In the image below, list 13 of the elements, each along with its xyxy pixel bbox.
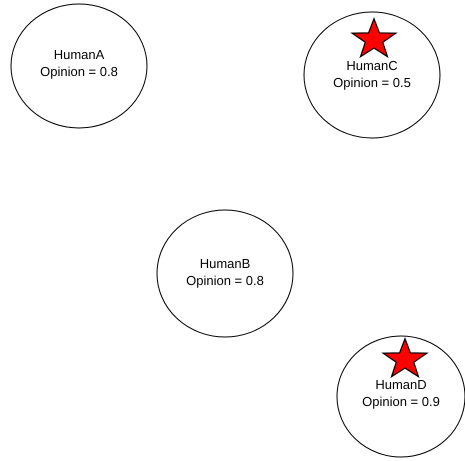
ellipse-node: [304, 12, 440, 138]
opinion-value: Opinion = 0.8: [40, 63, 118, 80]
star-icon: [351, 17, 397, 59]
node-name: HumanD: [375, 376, 427, 393]
star-icon: [382, 337, 428, 379]
node-name: HumanA: [54, 46, 104, 63]
opinion-value: Opinion = 0.5: [333, 74, 411, 91]
node-name: HumanB: [200, 255, 250, 272]
node-name: HumanC: [346, 57, 398, 74]
ellipse-node: [157, 210, 293, 337]
opinion-value: Opinion = 0.9: [362, 393, 440, 410]
ellipse-node: [11, 4, 147, 128]
opinion-value: Opinion = 0.8: [186, 272, 264, 289]
